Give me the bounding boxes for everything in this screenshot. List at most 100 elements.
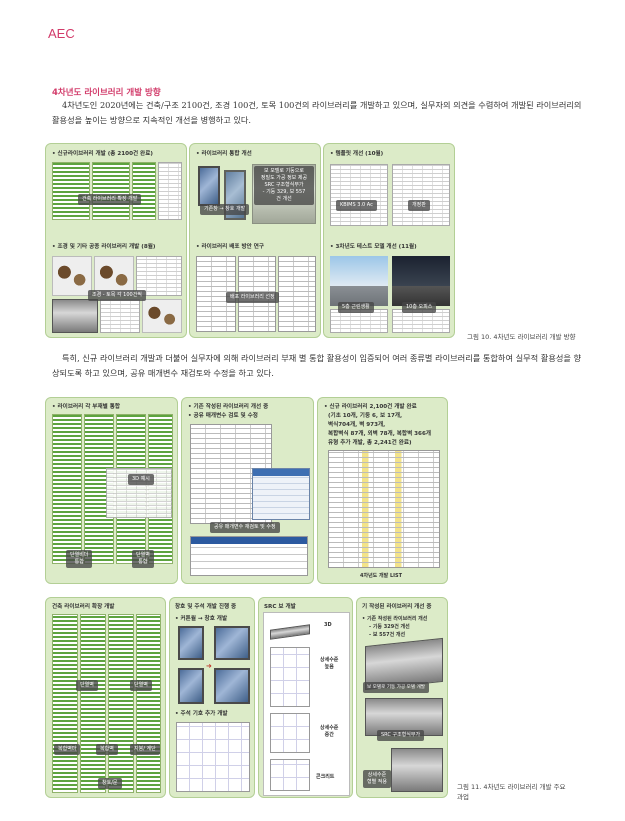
test-model-image <box>330 256 388 306</box>
template-sheet-image <box>392 164 450 226</box>
window-image <box>214 668 250 704</box>
src-beam-3d-image <box>270 624 310 640</box>
fig10-p3-tag-b: 개정판 <box>408 200 430 211</box>
development-list-table <box>328 450 440 568</box>
fig10-panel-integration: 라이브러리 통합 개선 기존창 → 창호 개발 보 모델로 기둥으로 정밀도 가… <box>189 143 321 338</box>
fig10-panel-new-library: 신규라이브러리 개발 (총 2100건 완료) 건축 라이브러리 확장 개발 조… <box>45 143 187 338</box>
fig11-row2-d-tag2: SRC 구조형식부가 <box>377 730 425 741</box>
fig11-p2-label2: 공유 매개변수 검토 및 수정 <box>188 412 258 420</box>
fig10-p2-tag2: 배포 라이브러리 선정 <box>226 292 279 303</box>
library-sheet-image <box>84 414 114 564</box>
fig11-row2-c-concrete: 콘크리트 <box>316 774 335 780</box>
fig11-panel-arch-expansion: 건축 라이브러리 확장 개발 단열벽 단열벽 복합벽마 복합벽 지붕/ 계단 창… <box>45 597 166 798</box>
fig10-p3-tag-a: KBIMS 3.0 Ac <box>336 200 377 211</box>
fig11-row2-a-tag1: 단열벽 <box>76 680 98 691</box>
parameter-dialog-image <box>252 468 310 520</box>
test-model-image <box>392 256 450 306</box>
fig11-panel-new-library: 신규 라이브러리 2,100건 개발 완료 (기초 10개, 기둥 6, 보 1… <box>317 397 448 584</box>
fig11-p3-line2: (기초 10개, 기둥 6, 보 17개, <box>328 413 403 419</box>
library-sheet-image <box>108 614 134 793</box>
test-model-plan-image <box>330 309 388 333</box>
paragraph-1: 4차년도인 2020년에는 건축/구조 2100건, 조경 100건, 토목 1… <box>52 100 582 125</box>
window-model-image <box>198 166 220 206</box>
src-beam-section-high <box>270 647 310 707</box>
fig11-p1-tag-b: 단열벽 통합 <box>132 550 154 568</box>
library-sheet-image <box>80 614 106 793</box>
fig11-row2-a-tag5: 지붕/ 계단 <box>130 744 160 755</box>
fig10-panel-template: 템플릿 개선 (10월) KBIMS 3.0 Ac 개정판 3차년도 테스트 모… <box>323 143 455 338</box>
fig11-panel-parameters: 기존 작성된 라이브러리 개선 중 공유 매개변수 검토 및 수정 공유 매개변… <box>181 397 314 584</box>
fig11-row2-d-title: 기 작성된 라이브러리 개선 중 <box>362 604 432 610</box>
fig10-p2-tag-b: 보 모델로 기둥으로 정밀도 가공 정보 제공 SRC 구조형식부가 - 기둥 … <box>254 166 314 205</box>
fig11-row2-d-label1: 기존 작성된 라이브러리 개선 <box>362 615 427 623</box>
library-sheet-image <box>132 162 156 220</box>
fig11-panel-integration: 라이브러리 각 부재별 통합 3D 예시 단열비더 통합 단열벽 통합 <box>45 397 178 584</box>
fig11-row2-c-detail2: 상세수준 중간 <box>320 725 339 738</box>
brand-label: AEC <box>48 26 75 41</box>
fig11-row2-d-tag1: 보 모델로 기둥 가공 모델 개발 <box>363 682 430 693</box>
fig10-p1-tag2: 조경 - 토목 각 100건씩 <box>88 290 146 301</box>
library-sheet-image <box>52 414 82 564</box>
fig11-row2-b-title: 창호 및 주석 개발 진행 중 <box>175 604 237 610</box>
library-sheet-image <box>92 162 130 220</box>
figure-10-caption: 그림 10. 4차년도 라이브러리 개발 방향 <box>467 333 576 341</box>
fig11-row2-a-tag6: 창호/문 <box>98 778 122 789</box>
fig10-p2-tag-a: 기존창 → 창호 개발 <box>200 204 250 215</box>
fig11-row2-a-tag3: 복합벽마 <box>54 744 81 755</box>
fig11-row2-c-title: SRC 보 개발 <box>264 604 296 610</box>
fig11-p3-label1: 신규 라이브러리 2,100건 개발 완료 <box>324 403 417 411</box>
figure-11-caption: 그림 11. 4차년도 라이브러리 개발 주요 과업 <box>457 783 566 801</box>
fig10-p3-label2: 3차년도 테스트 모델 개선 (11월) <box>330 243 417 251</box>
fig10-p3-label1: 템플릿 개선 (10월) <box>330 150 384 158</box>
src-beam-sheet: 3D 상세수준 높음 상세수준 중간 콘크리트 <box>263 612 350 796</box>
arrow-right-icon: ➜ <box>206 662 212 670</box>
fig11-row2-a-tag2: 단열벽 <box>130 680 152 691</box>
src-beam-section-concrete <box>270 759 310 791</box>
fig11-p1-tag-3d: 3D 예시 <box>128 474 154 485</box>
fig10-p1-label1: 신규라이브러리 개발 (총 2100건 완료) <box>52 150 153 158</box>
distribution-table-image <box>278 256 316 332</box>
template-sheet-image <box>330 164 388 226</box>
civil-beam-image <box>52 299 98 333</box>
fig11-panel-src-beam: SRC 보 개발 3D 상세수준 높음 상세수준 중간 콘크리트 <box>258 597 353 798</box>
fig10-p3-tag-c: 5층 근린생활 <box>338 302 374 313</box>
fig11-p2-tag: 공유 매개변수 재검토 및 수정 <box>210 522 280 533</box>
parameter-summary-table <box>190 536 308 576</box>
section-title: 4차년도 라이브러리 개발 방향 <box>52 88 161 98</box>
paragraph-2: 특히, 신규 라이브러리 개발과 더불어 실무자에 의해 라이브러리 부재 별 … <box>52 353 582 378</box>
fig11-row2-c-3d: 3D <box>324 622 332 628</box>
fig10-p1-tag1: 건축 라이브러리 확장 개발 <box>78 194 142 205</box>
fig11-p3-line5: 유형 추가 개발, 총 2,241건 완료) <box>328 440 412 446</box>
src-structure-image <box>365 698 443 736</box>
library-sheet-image <box>136 614 161 793</box>
fig11-row2-b-label1: 커튼월 → 창호 개발 <box>175 615 228 623</box>
fig11-panel-library-improvement: 기 작성된 라이브러리 개선 중 기존 작성된 라이브러리 개선 - 기둥 32… <box>356 597 448 798</box>
fig10-p1-label2: 조경 및 기타 공종 라이브러리 개발 (8월) <box>52 243 156 251</box>
fig11-row2-d-tag3: 상세수준 형별 적용 <box>363 770 391 788</box>
library-sheet-image <box>158 162 182 220</box>
fig11-row2-c-detail1: 상세수준 높음 <box>320 657 339 670</box>
src-beam-section-mid <box>270 713 310 753</box>
fig11-panel-window-annotation: 창호 및 주석 개발 진행 중 커튼월 → 창호 개발 ➜ 주석 기호 추가 개… <box>169 597 255 798</box>
landscape-furniture-image <box>52 256 92 296</box>
fig11-row2-a-tag4: 복합벽 <box>96 744 118 755</box>
curtainwall-image <box>178 668 204 704</box>
library-sheet-image <box>52 162 90 220</box>
civil-sheet-image <box>100 299 140 333</box>
fig10-p2-label1: 라이브러리 통합 개선 <box>196 150 252 158</box>
fig11-p2-label1: 기존 작성된 라이브러리 개선 중 <box>188 403 269 411</box>
fig10-p3-tag-d: 10층 오피스 <box>402 302 437 313</box>
annotation-drawing-image <box>176 722 250 792</box>
fig11-row2-d-label2: - 기둥 329건 개선 <box>369 624 410 630</box>
fig11-row2-d-label3: - 보 557건 개선 <box>369 632 406 638</box>
library-sheet-image <box>52 614 78 793</box>
fig11-row2-b-label2: 주석 기호 추가 개발 <box>175 710 228 718</box>
steel-section-image <box>391 748 443 792</box>
fig11-p1-tag-a: 단열비더 통합 <box>66 550 93 568</box>
landscape-plan-image <box>136 256 182 296</box>
curtainwall-image <box>178 626 204 660</box>
fig11-p3-line3: 벽식704개, 벽 973개, <box>328 422 386 428</box>
civil-object-image <box>142 299 182 333</box>
fig10-p2-label2: 라이브러리 배포 방안 연구 <box>196 243 264 251</box>
fig11-p3-line4: 복합벽식 87개, 외벽 78개, 복합벽 366개 <box>328 431 431 437</box>
